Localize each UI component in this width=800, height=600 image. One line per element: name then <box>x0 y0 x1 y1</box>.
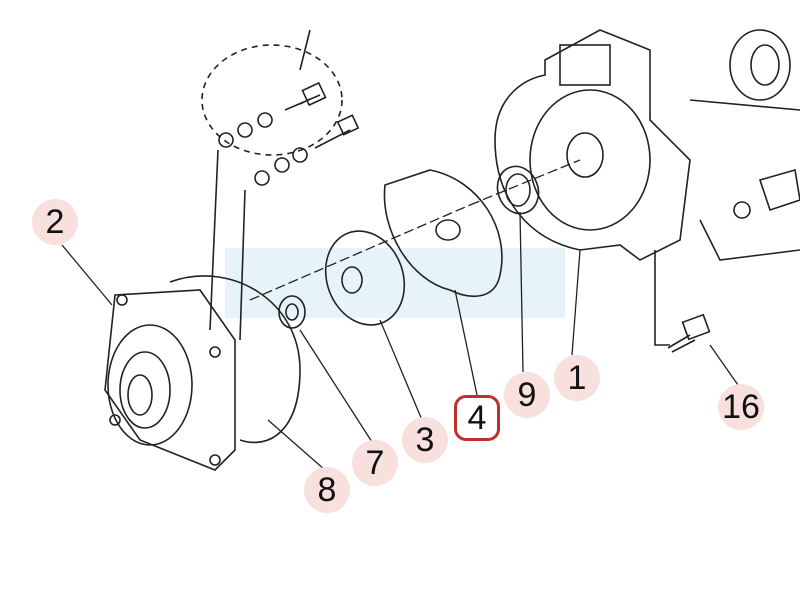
callout-part-16[interactable]: 16 <box>718 384 764 430</box>
callout-part-8[interactable]: 8 <box>304 467 350 513</box>
callout-part-7[interactable]: 7 <box>352 440 398 486</box>
pump-housing <box>494 29 691 261</box>
callout-part-4-selected[interactable]: 4 <box>454 395 500 441</box>
leader-lines <box>61 159 739 471</box>
gasket <box>169 275 301 444</box>
callout-part-9[interactable]: 9 <box>504 372 550 418</box>
pump-cover <box>104 289 236 471</box>
bolt <box>654 250 711 353</box>
callout-part-3[interactable]: 3 <box>402 417 448 463</box>
plate <box>383 169 503 297</box>
watermark <box>225 248 565 318</box>
seal <box>278 295 306 329</box>
callout-part-2[interactable]: 2 <box>32 199 78 245</box>
ring <box>496 165 540 215</box>
fitting <box>689 99 800 261</box>
bolt-set <box>201 29 360 341</box>
flange-gasket <box>729 29 791 101</box>
callout-part-1[interactable]: 1 <box>554 355 600 401</box>
